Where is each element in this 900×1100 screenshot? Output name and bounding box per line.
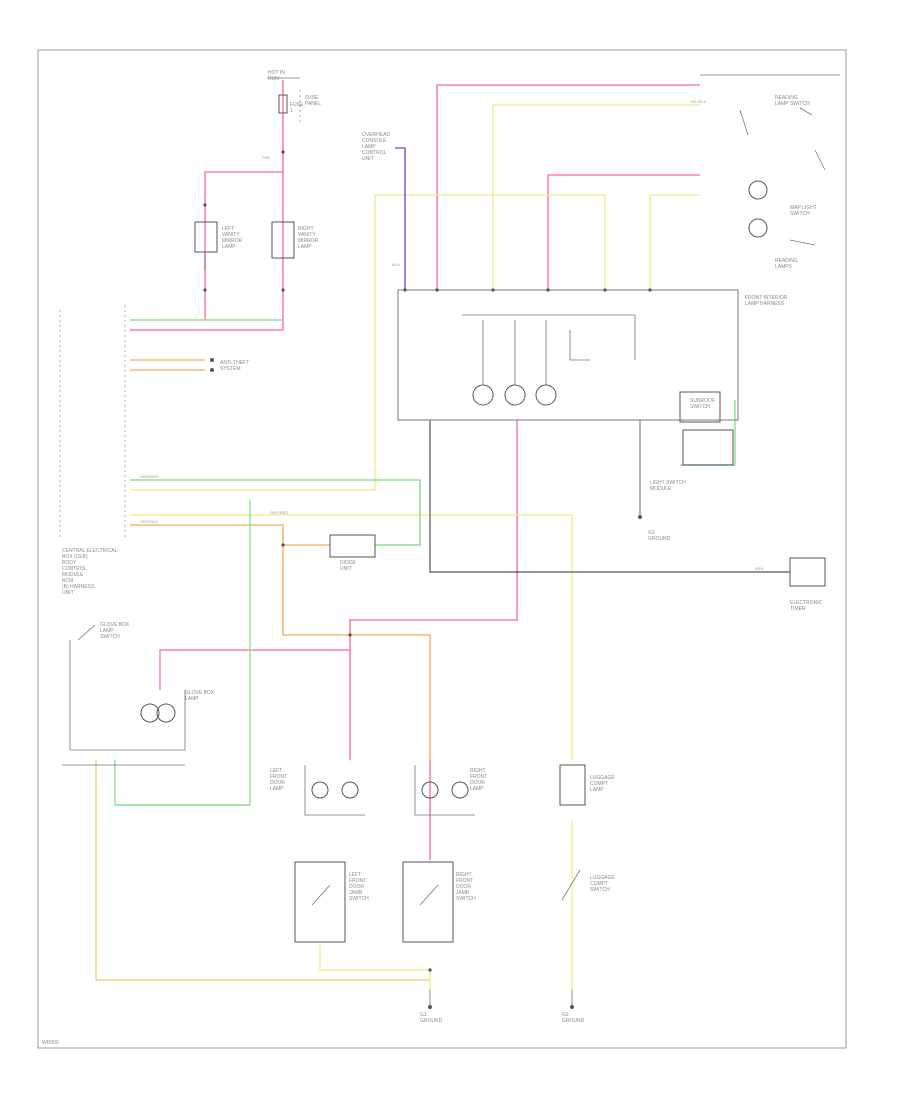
reading-lamp-bulbs xyxy=(462,314,636,406)
wire-green-mid xyxy=(130,479,421,546)
front-interior-lamp-harness-label: FRONT INTERIOR LAMP HARNESS xyxy=(745,295,788,307)
anti-theft-label: ANTI-THEFT SYSTEM xyxy=(220,360,250,372)
wire-pink-top xyxy=(436,84,700,290)
central-electrical-box-label: CENTRAL ELECTRICAL BOX (CEB) BODY CONTRO… xyxy=(62,548,118,596)
wire-pink-glove xyxy=(159,649,350,690)
luggage-lamp-label: LUGGAGE COMPT LAMP xyxy=(590,775,615,793)
reading-lamp-switch-symbol xyxy=(700,74,840,171)
right-vanity-lamp-label: RIGHT VANITY MIRROR LAMP xyxy=(298,226,319,250)
wire-yellow-upper xyxy=(649,194,700,290)
overhead-console-label: OVERHEAD CONSOLE LAMP CONTROL UNIT xyxy=(362,132,391,162)
right-door-switch-box xyxy=(402,861,454,943)
reading-lamp-switch-label: READING LAMP SWITCH xyxy=(775,95,810,107)
right-front-door-lamp-label: RIGHT FRONT DOOR LAMP xyxy=(470,768,488,792)
wire-pink-left-vanity xyxy=(204,171,283,320)
luggage-switch-label: LUGGAGE COMPT SWITCH xyxy=(590,875,615,893)
left-vanity-lamp-label: LEFT VANITY MIRROR LAMP xyxy=(222,226,243,250)
wire-black-timer xyxy=(429,420,790,573)
luggage-lamp-box xyxy=(559,764,586,806)
footer-code: WD000 xyxy=(42,1040,59,1046)
left-vanity-lamp-symbol xyxy=(194,221,218,270)
wire-orange xyxy=(130,524,431,760)
electronic-timer-box xyxy=(789,557,826,587)
ground-g3-symbol xyxy=(638,515,642,519)
ground-g2-symbol xyxy=(570,990,574,1009)
glove-box-lamp-label: GLOVE BOX LAMP xyxy=(185,690,215,702)
connector-dots xyxy=(203,150,652,972)
wire-pnk-label: PNK xyxy=(262,155,271,160)
fuse-symbol xyxy=(267,77,301,125)
left-front-door-switch-label: LEFT FRONT DOOR JAMB SWITCH xyxy=(349,872,369,902)
light-switch-module-label: LIGHT SWITCH MODULE xyxy=(650,480,686,492)
sunroof-lower-box xyxy=(682,429,734,466)
wire-blu-label: BLU xyxy=(392,262,400,267)
front-interior-lamp-box xyxy=(397,289,739,421)
fuse-panel-label: FUSE PANEL xyxy=(305,95,322,107)
wire-blue xyxy=(395,147,406,290)
diode-symbol xyxy=(329,534,376,558)
right-vanity-lamp-symbol xyxy=(271,221,295,259)
wire-pink-down xyxy=(349,420,518,760)
reading-lamps-label: READING LAMPS xyxy=(775,258,798,270)
left-door-lamp-symbol xyxy=(304,765,365,816)
wire-green-bottom xyxy=(114,500,251,806)
right-door-lamp-symbol xyxy=(414,765,475,816)
glove-box-switch-label: GLOVE BOX LAMP SWITCH xyxy=(100,622,130,640)
luggage-switch-contact xyxy=(561,869,581,901)
left-front-door-lamp-label: LEFT FRONT DOOR LAMP xyxy=(270,768,288,792)
wire-org-label: ORG/BLK xyxy=(140,519,158,524)
hot-in-run-label: HOT IN RUN xyxy=(268,70,285,82)
right-door-switch-contact xyxy=(419,884,439,906)
sunroof-module-box xyxy=(679,391,721,423)
fuse-label: FUSE 1 xyxy=(290,102,304,114)
diagram-frame xyxy=(37,49,847,1049)
diode-label: DIODE UNIT xyxy=(340,560,356,572)
ground-g3-label: G3 GROUND xyxy=(648,530,671,542)
wire-yellow-left xyxy=(130,194,606,491)
map-light-switch-label: MAP LIGHT SWITCH xyxy=(790,205,817,217)
right-front-door-switch-label: RIGHT FRONT DOOR JAMB SWITCH xyxy=(456,872,476,902)
left-door-switch-box xyxy=(294,861,346,943)
wire-pink-mid xyxy=(547,174,700,290)
ground-g1-label: G1 GROUND xyxy=(420,1012,443,1024)
wire-yellow-doors xyxy=(319,945,431,990)
wire-pink-fuse xyxy=(130,80,284,331)
electronic-timer-label: ELECTRONIC TIMER xyxy=(790,600,823,612)
wire-yellow-top xyxy=(492,104,700,290)
reading-lamps-symbol xyxy=(748,180,816,246)
sunroof-switch-label: SUNROOF SWITCH xyxy=(690,398,715,410)
ground-g2-label: G2 GROUND xyxy=(562,1012,585,1024)
wire-yellow-lower xyxy=(130,514,573,760)
wire-yellow-ground xyxy=(95,760,430,981)
ground-g1-symbol xyxy=(428,990,432,1009)
wire-gry-label: GRY/RED xyxy=(270,510,289,515)
wire-grn-label: GRN/WHT xyxy=(140,474,160,479)
wire-brn-label: BRN xyxy=(755,566,764,571)
glove-box-symbol xyxy=(62,624,186,766)
wire-yel-label: YEL/BLK xyxy=(690,99,707,104)
left-door-switch-contact xyxy=(311,884,331,906)
